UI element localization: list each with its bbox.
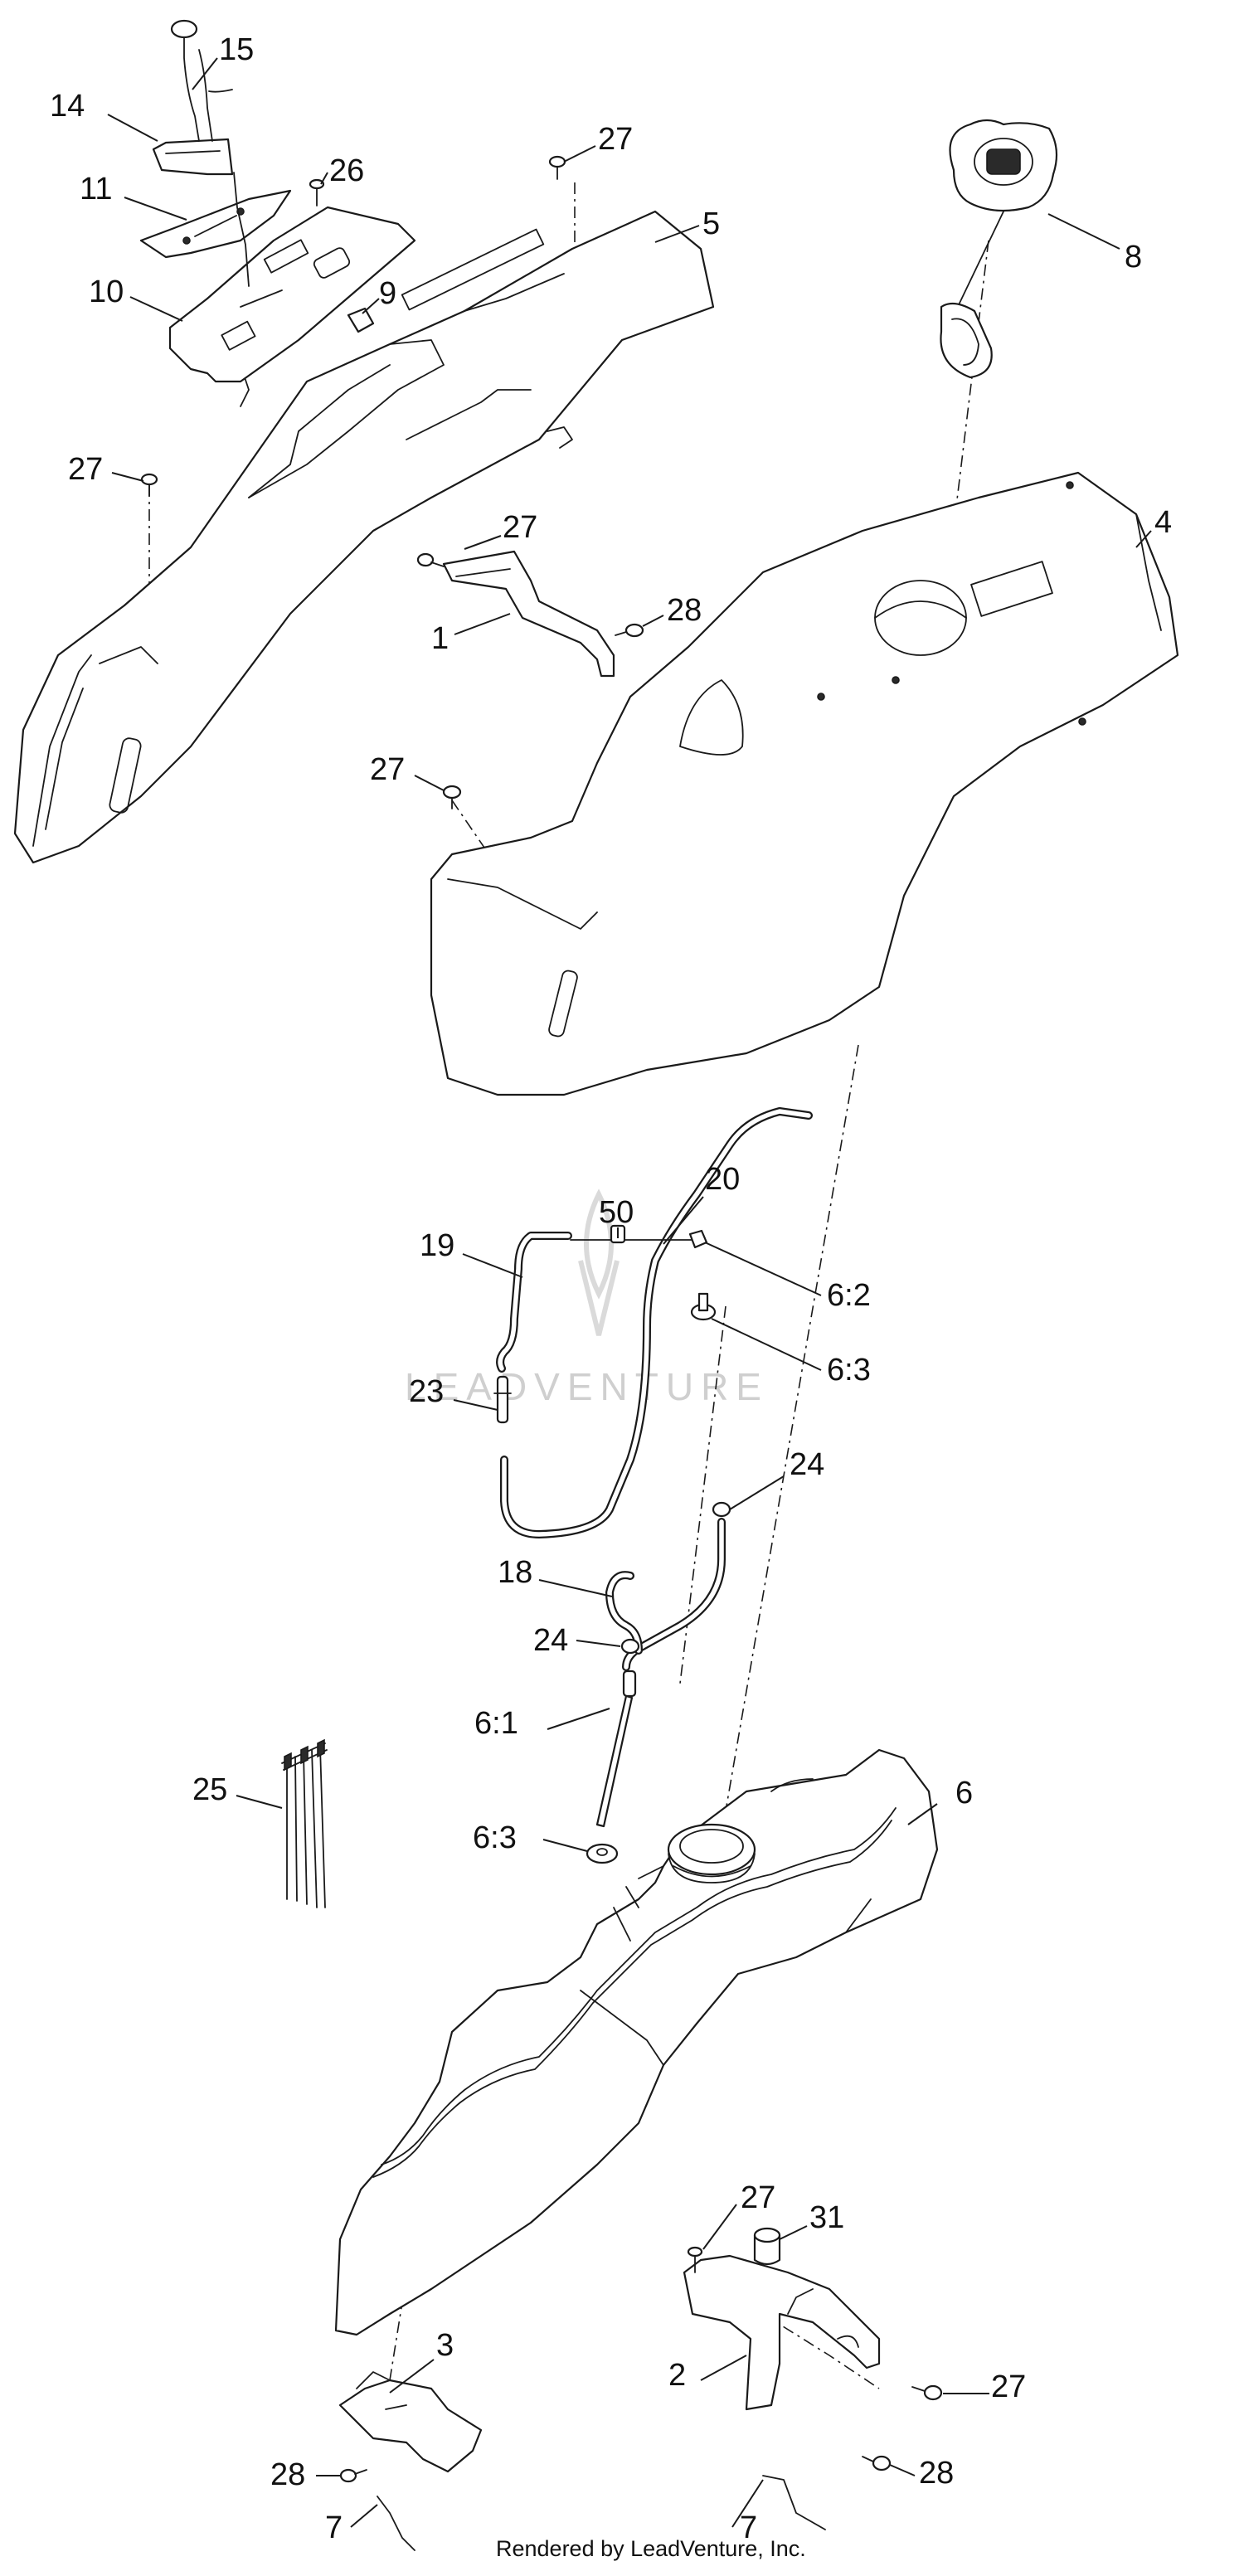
callout-7-a: 7 [325,2510,343,2545]
part-6-1-pickup-tube [595,1670,637,1828]
render-credit: Rendered by LeadVenture, Inc. [496,2536,806,2561]
part-27-screw-d [442,785,462,809]
callout-3: 3 [436,2328,454,2363]
callout-7-b: 7 [740,2510,757,2545]
part-9-clip [347,307,375,333]
callout-8: 8 [1125,240,1142,275]
fasteners-top [140,155,566,809]
part-24-clamp-b [620,1638,640,1655]
watermark: LEADVENTURE [405,1188,769,1408]
part-7-clip-b [762,2475,826,2530]
part-26-screw [309,178,325,207]
callout-27-f: 27 [991,2369,1026,2404]
callout-9: 9 [379,276,396,311]
part-6-2-elbow [688,1229,708,1249]
callout-24-a: 24 [790,1447,824,1482]
callout-28-a: 28 [667,593,702,628]
callout-27-d: 27 [370,752,405,787]
callout-6-3-a: 6:3 [827,1353,871,1388]
callout-50: 50 [599,1195,634,1230]
part-27-screw-b [140,473,158,497]
part-10-control-plate [168,206,416,383]
part-6-3-grommet-b [586,1843,619,1864]
part-4-tank-cover [430,471,1179,1096]
callout-11: 11 [80,172,112,207]
hose-assembly-upper [493,1107,813,1538]
part-27-screw-f [911,2384,943,2401]
callout-6: 6 [955,1776,973,1810]
part-14-15-lever [152,19,250,287]
part-24-clamp-a [712,1501,731,1518]
part-25-cable-ties [281,1738,328,1908]
part-5-console-panel [13,210,715,864]
callout-14: 14 [50,89,85,124]
callout-labels: 15 14 11 26 27 5 10 9 8 27 27 4 28 1 27 … [50,32,1172,2545]
callout-6-3-b: 6:3 [473,1820,517,1855]
part-28-screw-a [615,623,644,638]
part-28-screw-c [862,2455,892,2472]
callout-5: 5 [702,207,720,241]
part-23-fitting [493,1375,512,1424]
callout-27-b: 27 [68,452,103,487]
callout-15: 15 [219,32,254,67]
leader-lines [107,57,1152,2528]
callout-27-e: 27 [741,2180,775,2215]
part-27-screw-e [687,2246,703,2273]
callout-27-a: 27 [598,122,633,157]
part-31-bumper [753,2227,781,2266]
callout-20: 20 [705,1162,740,1197]
callout-4: 4 [1154,505,1172,540]
part-6-3-grommet-a [690,1292,717,1321]
callout-6-2: 6:2 [827,1278,871,1313]
part-8-fuel-cap [940,119,1058,379]
callout-2: 2 [668,2358,686,2393]
callout-31: 31 [809,2200,844,2235]
watermark-logo [578,1188,620,1336]
callout-18: 18 [498,1555,532,1590]
callout-27-c: 27 [503,510,537,545]
part-28-screw-b [339,2468,367,2483]
part-27-screw-a [548,155,566,180]
callout-25: 25 [192,1772,227,1807]
part-6-fuel-tank [334,1748,939,2336]
callout-26: 26 [329,153,364,188]
part-11-shift-gate [139,189,292,259]
part-27-screw-c [416,552,445,567]
callout-1: 1 [431,621,449,656]
part-1-bracket [442,550,644,678]
part-3-front-bracket [338,2371,483,2551]
callout-19: 19 [420,1228,454,1263]
part-7-clip-a [377,2496,415,2551]
part-2-rear-bracket [683,2227,943,2530]
callout-23: 23 [409,1374,444,1409]
callout-28-c: 28 [919,2456,954,2491]
watermark-text: LEADVENTURE [405,1365,769,1408]
callout-6-1: 6:1 [474,1706,518,1741]
hose-assembly-lower [586,1501,731,1864]
callout-24-b: 24 [533,1623,568,1658]
callout-10: 10 [89,275,124,309]
callout-28-b: 28 [270,2457,305,2492]
